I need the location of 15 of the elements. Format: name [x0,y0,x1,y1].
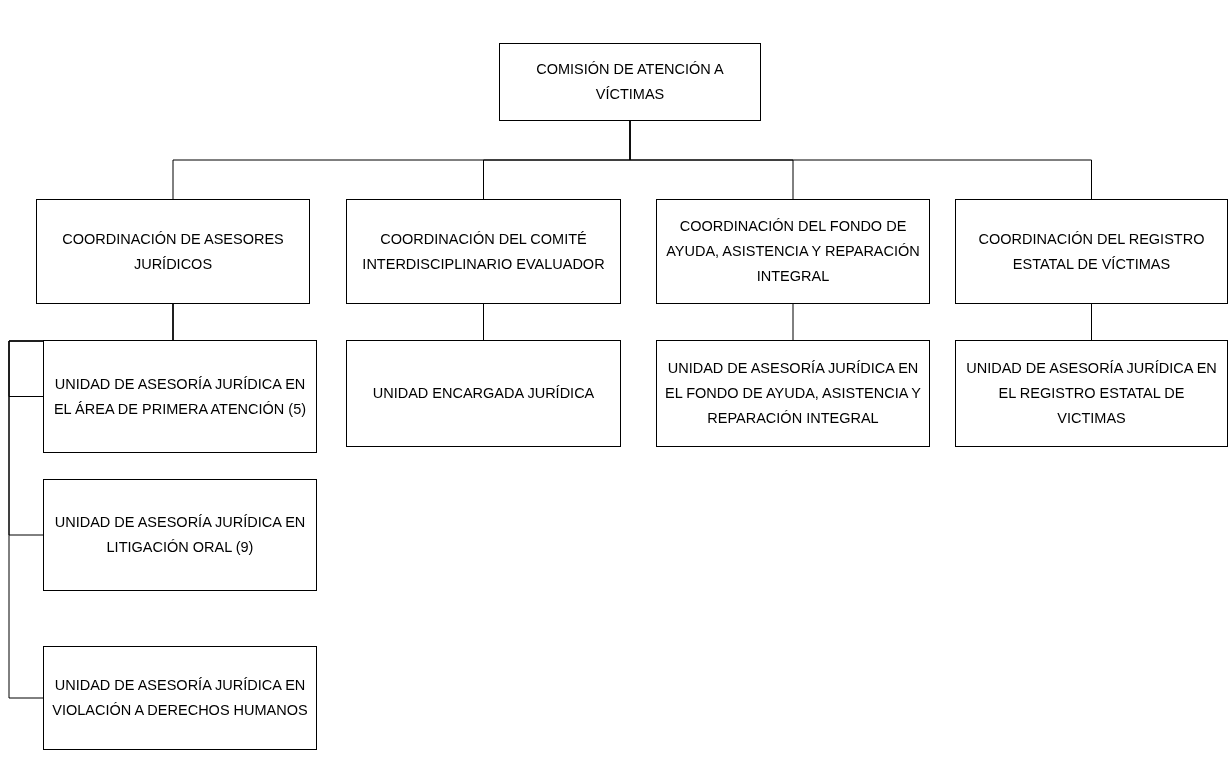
org-box: UNIDAD DE ASESORÍA JURÍDICA EN VIOLACIÓN A DERECHOS HUMANOS [43,646,317,750]
org-box: COORDINACIÓN DE ASESORES JURÍDICOS [36,199,310,304]
org-box: COMISIÓN DE ATENCIÓN A VÍCTIMAS [499,43,761,121]
org-box: COORDINACIÓN DEL COMITÉ INTERDISCIPLINARIO EVALUADOR [346,199,621,304]
org-box: UNIDAD ENCARGADA JURÍDICA [346,340,621,447]
org-box: UNIDAD DE ASESORÍA JURÍDICA EN LITIGACIÓN ORAL (9) [43,479,317,591]
org-box: UNIDAD DE ASESORÍA JURÍDICA EN EL ÁREA DE PRIMERA ATENCIÓN (5) [43,340,317,453]
connector-line [792,303,794,341]
org-box: UNIDAD DE ASESORÍA JURÍDICA EN EL REGISTRO ESTATAL DE VICTIMAS [955,340,1228,447]
org-box: UNIDAD DE ASESORÍA JURÍDICA EN EL FONDO DE AYUDA, ASISTENCIA Y REPARACIÓN INTEGRAL [656,340,930,447]
org-box: COORDINACIÓN DEL FONDO DE AYUDA, ASISTENCIA Y REPARACIÓN INTEGRAL [656,199,930,304]
connector-line [483,303,484,341]
connector-line [629,120,1092,200]
org-box: COORDINACIÓN DEL REGISTRO ESTATAL DE VÍCTIMAS [955,199,1228,304]
connector-line [1091,303,1092,341]
